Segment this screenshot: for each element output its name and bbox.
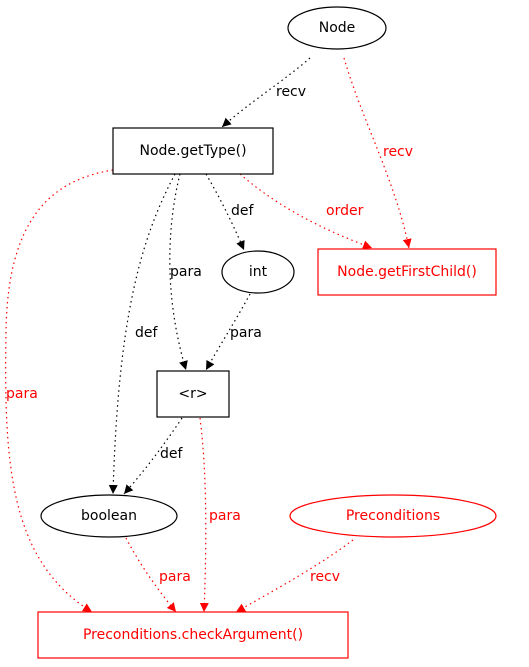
node-box (156, 370, 230, 418)
edge-line (125, 537, 177, 613)
edge-node-gettype-to-r: para (169, 173, 202, 371)
node-ellipse (221, 250, 295, 294)
node-box (112, 127, 274, 175)
edge-int-to-r: para (205, 293, 262, 371)
node-ellipse (287, 6, 387, 50)
edge-node-gettype-to-node-getfirstchild: order (239, 173, 373, 250)
edge-label: def (231, 203, 255, 219)
edge-line (108, 173, 176, 495)
edge-label: para (6, 386, 38, 402)
node-label: int (249, 264, 268, 280)
node-boolean[interactable]: boolean (40, 494, 178, 538)
edge-node-gettype-to-int: def (205, 173, 255, 251)
edges: recv recv order def para def para para def para pa… (5, 57, 413, 613)
node-ellipse (289, 494, 497, 538)
node-r[interactable]: <r> (156, 370, 230, 418)
edge-label: para (230, 325, 262, 341)
edge-label: def (135, 325, 159, 341)
node-label: Preconditions.checkArgument() (83, 627, 303, 643)
node-node-gettype[interactable]: Node.getType() (112, 127, 274, 175)
edge-line (123, 417, 183, 495)
edge-label: recv (310, 569, 340, 585)
node-label: Node (319, 20, 356, 36)
edge-node-gettype-to-boolean: def (108, 173, 176, 495)
edge-node-to-node-getfirstchild: recv (343, 57, 413, 249)
node-node-getfirstchild[interactable]: Node.getFirstChild() (317, 248, 497, 296)
edge-r-to-preconditions-checkargument: para (199, 417, 241, 613)
node-label: Node.getFirstChild() (337, 264, 477, 280)
node-ellipse (40, 494, 178, 538)
node-box (37, 611, 349, 659)
node-node[interactable]: Node (287, 6, 387, 50)
edge-label: para (170, 264, 202, 280)
edge-node-gettype-to-preconditions-checkargument: para (5, 169, 114, 613)
node-label: boolean (81, 508, 137, 524)
node-int[interactable]: int (221, 250, 295, 294)
edge-line (239, 173, 373, 250)
edge-line (199, 417, 209, 613)
node-box (317, 248, 497, 296)
node-preconditions[interactable]: Preconditions (289, 494, 497, 538)
edge-label: para (209, 508, 241, 524)
edge-line (343, 57, 412, 249)
edge-line (221, 57, 311, 128)
edge-label: recv (276, 84, 306, 100)
node-label: Preconditions (346, 508, 440, 524)
node-preconditions-checkargument[interactable]: Preconditions.checkArgument() (37, 611, 349, 659)
edge-boolean-to-preconditions-checkargument: para (125, 537, 191, 613)
edge-line (205, 173, 245, 251)
edge-node-to-node-gettype: recv (221, 57, 311, 128)
edge-label: para (159, 569, 191, 585)
edge-label: def (160, 446, 184, 462)
node-label: <r> (178, 386, 207, 402)
node-label: Node.getType() (139, 143, 246, 159)
edge-r-to-boolean: def (123, 417, 184, 495)
edge-label: recv (383, 144, 413, 160)
edge-preconditions-to-preconditions-checkargument: recv (235, 539, 354, 613)
edge-label: order (326, 203, 364, 219)
